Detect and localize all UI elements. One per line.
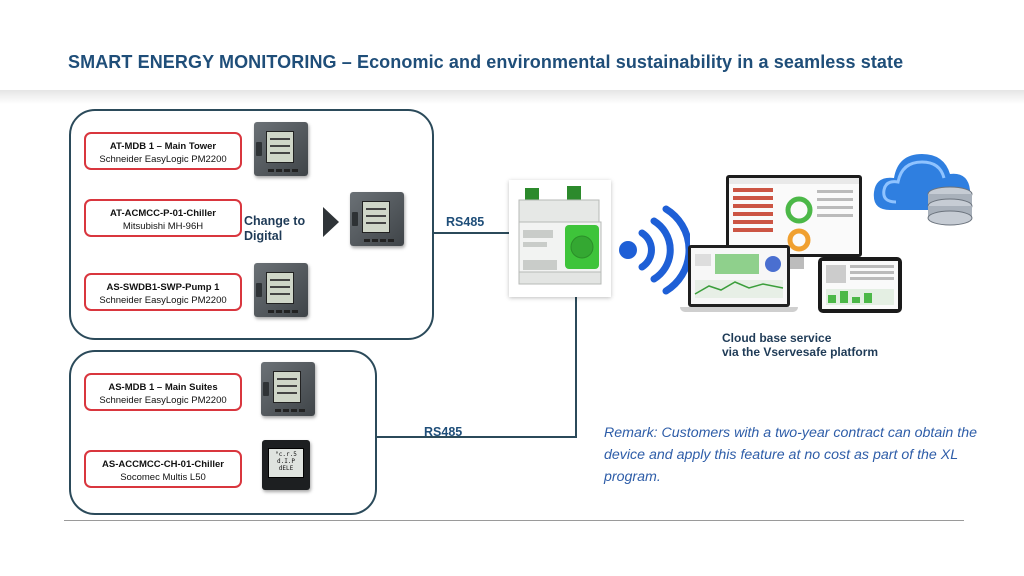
gateway-device-icon — [518, 186, 602, 285]
wireless-signal-icon — [619, 205, 690, 295]
bottom-divider — [64, 520, 964, 521]
device-label-as-accmcc: AS-ACCMCC-CH-01-Chiller Socomec Multis L… — [84, 450, 242, 488]
rs485-line-vertical — [575, 296, 577, 438]
dashboard-screen — [729, 178, 859, 254]
socomec-meter-icon: °c.r.5 d.I.P dELE — [262, 440, 310, 490]
device-label-as-mdb1: AS-MDB 1 – Main Suites Schneider EasyLog… — [84, 373, 242, 411]
device-name: AT-ACMCC-P-01-Chiller — [110, 208, 216, 219]
device-name: AS-ACCMCC-CH-01-Chiller — [102, 459, 224, 470]
laptop-icon — [688, 245, 790, 307]
device-model: Schneider EasyLogic PM2200 — [99, 154, 227, 165]
device-model: Mitsubishi MH-96H — [122, 221, 204, 232]
desktop-monitor-icon — [726, 175, 862, 257]
device-model: Socomec Multis L50 — [120, 472, 206, 483]
change-line-1: Change to — [244, 214, 306, 228]
gateway-device-image — [509, 180, 611, 297]
rs485-label-bottom: RS485 — [424, 425, 463, 439]
cloud-caption-line-1: Cloud base service — [722, 331, 832, 345]
remark-text: Remark: Customers with a two-year contra… — [604, 425, 977, 485]
cloud-database-icon — [873, 154, 973, 226]
change-to-digital-label: Change to Digital — [244, 214, 305, 244]
device-name: AS-MDB 1 – Main Suites — [108, 382, 218, 393]
meter-screen-line: d.I.P — [276, 458, 296, 465]
rs485-line-bottom — [377, 436, 577, 438]
device-group-tower — [69, 109, 434, 340]
laptop-screen — [691, 248, 787, 304]
page-title: SMART ENERGY MONITORING – Economic and e… — [68, 52, 904, 72]
meter-screen-line: °c.r.5 — [275, 451, 297, 458]
device-model: Schneider EasyLogic PM2200 — [99, 395, 227, 406]
cloud-service-caption: Cloud base service via the Vservesafe pl… — [722, 331, 878, 359]
title-divider-shadow — [0, 90, 1024, 104]
digital-meter-icon — [350, 192, 404, 246]
cloud-caption-line-2: via the Vservesafe platform — [722, 345, 879, 359]
power-meter-icon — [261, 362, 315, 416]
power-meter-icon — [254, 122, 308, 176]
device-label-at-mdb1: AT-MDB 1 – Main Tower Schneider EasyLogi… — [84, 132, 242, 170]
rs485-label-top: RS485 — [446, 215, 485, 229]
device-label-as-swdb1: AS-SWDB1-SWP-Pump 1 Schneider EasyLogic … — [84, 273, 242, 311]
power-meter-icon — [254, 263, 308, 317]
arrow-right-icon — [323, 207, 339, 237]
device-label-at-acmcc: AT-ACMCC-P-01-Chiller Mitsubishi MH-96H — [84, 199, 242, 237]
laptop-base — [680, 307, 798, 312]
change-line-2: Digital — [244, 229, 283, 243]
device-group-suites — [69, 350, 377, 515]
device-name: AT-MDB 1 – Main Tower — [109, 141, 217, 152]
meter-screen-line: dELE — [278, 465, 294, 472]
device-model: Schneider EasyLogic PM2200 — [99, 295, 227, 306]
rs485-line-top — [434, 232, 510, 234]
tablet-icon — [818, 257, 902, 313]
tablet-screen — [822, 261, 898, 309]
device-name: AS-SWDB1-SWP-Pump 1 — [106, 282, 220, 293]
